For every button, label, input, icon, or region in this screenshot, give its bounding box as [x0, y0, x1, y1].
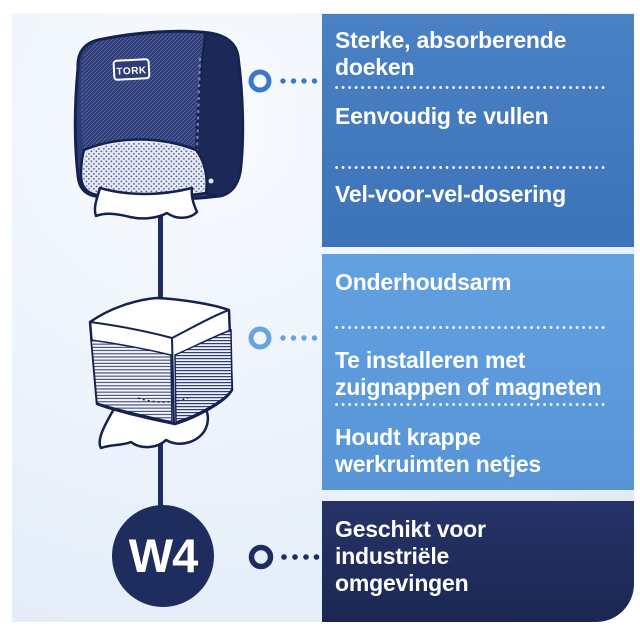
- towel-stack-illustration: [88, 296, 234, 450]
- stack-front-sheets: [90, 339, 173, 423]
- dispenser-towel: [93, 186, 199, 220]
- feature-panel-top: Sterke, absorberende doeken Eenvoudig te…: [322, 14, 634, 247]
- brand-label: TORK: [116, 65, 147, 78]
- feature-text: Onderhoudsarm: [335, 269, 512, 295]
- feature-panel-middle: Onderhoudsarm Te installeren met zuignap…: [322, 254, 634, 490]
- system-badge-label: W4: [129, 529, 198, 582]
- connector-ring-icon: [248, 69, 272, 93]
- dotted-divider: [335, 166, 607, 169]
- dotted-divider: [335, 86, 607, 89]
- feature-text: Vel-voor-vel-dosering: [335, 181, 566, 207]
- feature-text: Eenvoudig te vullen: [335, 103, 549, 129]
- dispenser-side-face: [195, 32, 244, 197]
- feature-text: Houdt krappe werkruimten netjes: [335, 424, 542, 477]
- connector-bottom: [248, 544, 320, 570]
- dispenser-window-texture: [83, 142, 205, 196]
- screw-dot-icon: [208, 178, 214, 184]
- stack-top-edge: [89, 309, 230, 340]
- connector-dots: [280, 335, 318, 341]
- connector-dots: [280, 78, 318, 84]
- dotted-divider: [335, 403, 607, 406]
- w4-system-badge: W4: [112, 505, 214, 607]
- connector-ring-icon: [248, 326, 272, 350]
- dispenser-illustration: TORK: [73, 29, 245, 220]
- connector-top: [248, 69, 318, 93]
- stack-corner-edge: [171, 337, 175, 424]
- connector-ring-icon: [248, 544, 274, 570]
- dispenser-vent-strip: [195, 57, 202, 151]
- stack-side-sheets: [174, 328, 233, 424]
- dispenser-front-texture: [80, 32, 205, 151]
- feature-text: Geschikt voor industriële omgevingen: [335, 516, 486, 596]
- dotted-divider: [335, 326, 607, 329]
- stack-slot-arc: [137, 397, 189, 403]
- tork-logo-badge: TORK: [112, 58, 151, 81]
- feature-text: Te installeren met zuignappen of magnete…: [335, 347, 602, 400]
- connector-dots: [281, 554, 320, 560]
- connector-middle: [248, 326, 318, 350]
- feature-text: Sterke, absorberende doeken: [335, 27, 567, 80]
- feature-panel-bottom: Geschikt voor industriële omgevingen: [322, 501, 634, 622]
